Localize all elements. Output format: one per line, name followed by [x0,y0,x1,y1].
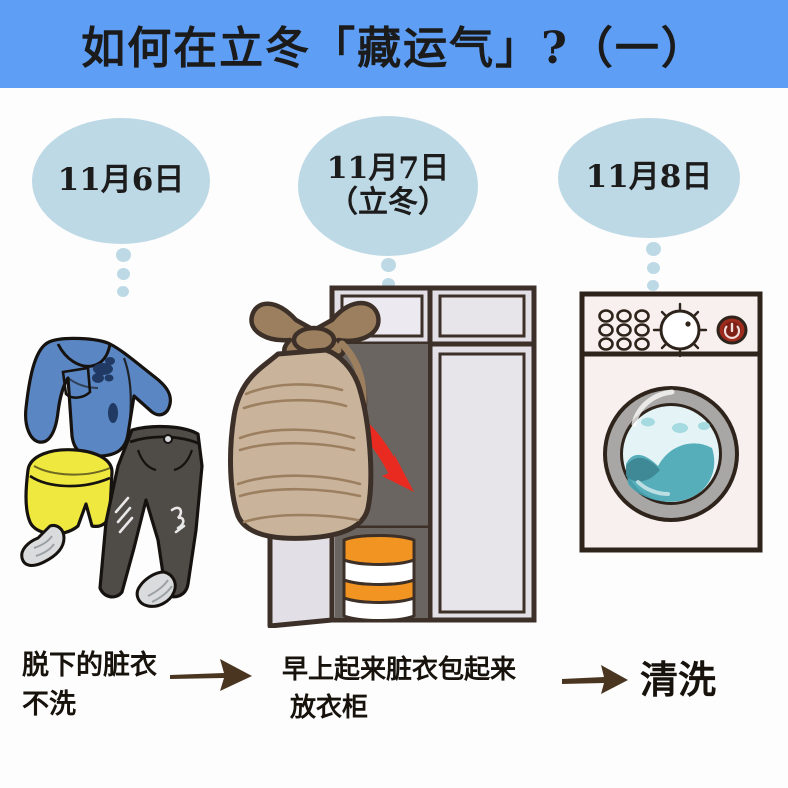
right-arrow-icon [562,665,628,694]
caption-step-1: 脱下的脏衣 不洗 [22,646,157,724]
wardrobe-illustration [228,285,537,628]
caption-line: 放衣柜 [290,692,369,723]
washer-door-icon[interactable] [603,386,739,522]
power-button-icon[interactable] [716,315,748,345]
washer-dial-icon[interactable] [652,302,708,358]
bubble-line: 11月7日 [326,150,450,186]
caption-line: 早上起来脏衣包起来 [282,655,517,685]
header-band [0,0,788,88]
stain-icon [108,403,118,423]
page-title: 如何在立冬「藏运气」?（一） [81,23,707,74]
right-arrow-icon [170,659,252,691]
date-bubble-nov8: 11月8日 [558,118,740,238]
dark-jeans-icon [98,424,204,599]
folded-towels-icon [342,534,416,622]
caption-step-2: 早上起来脏衣包起来 放衣柜 [282,652,516,727]
caption-step-3: 清洗 [640,652,716,707]
bundle-bag-icon [228,300,381,541]
blue-shirt-icon [24,336,172,458]
caption-line: 清洗 [640,657,717,702]
caption-line: 不洗 [22,689,76,721]
gray-sock-icon [20,524,66,567]
washer-buttons-icon[interactable] [598,309,650,351]
date-bubble-nov7: 11月7日 （立冬） [298,116,478,256]
gray-sock-icon [135,570,177,608]
date-bubble-nov6: 11月6日 [32,118,210,244]
dirty-clothes-illustration [20,336,204,608]
bubble-line: 11月8日 [585,159,713,196]
bubble-dots-nov6 [110,248,136,303]
bubble-line: （立冬） [328,185,448,220]
stain-icon [92,357,115,383]
yellow-shorts-icon [24,448,114,536]
caption-line: 脱下的脏衣 [22,650,157,681]
bubble-dots-nov8 [640,242,666,297]
washing-machine-illustration [579,291,763,553]
bubble-line: 11月6日 [57,162,185,199]
